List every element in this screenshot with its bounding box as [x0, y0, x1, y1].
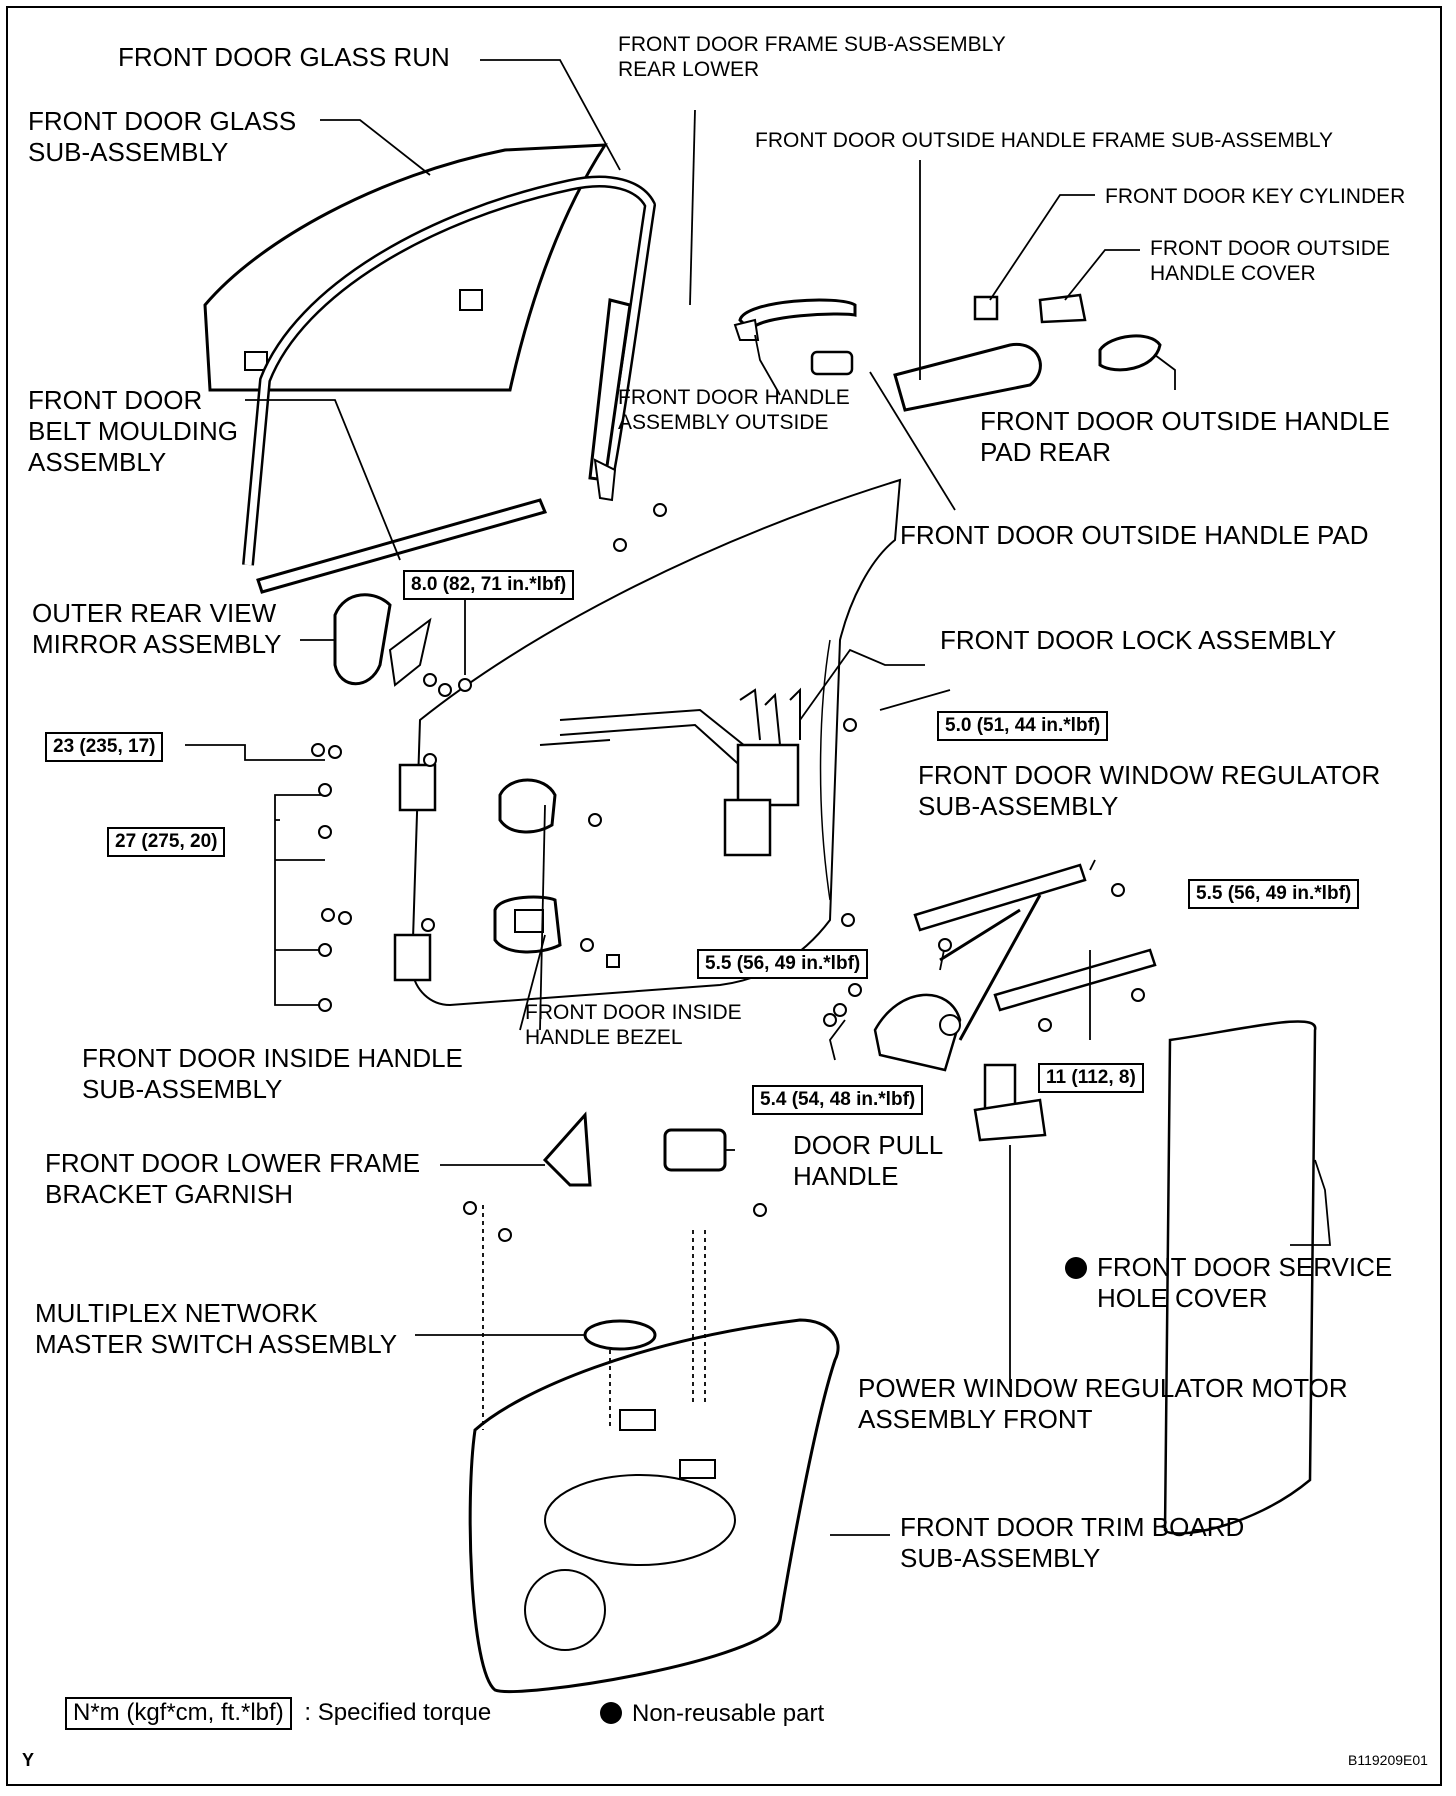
- door-glass-part: [203, 143, 608, 392]
- key-cylinder-part: [973, 295, 999, 321]
- label-belt-moulding: FRONT DOOR BELT MOULDING ASSEMBLY: [28, 385, 238, 478]
- label-outside-handle-frame: FRONT DOOR OUTSIDE HANDLE FRAME SUB-ASSE…: [755, 129, 1333, 152]
- label-inside-handle: FRONT DOOR INSIDE HANDLE SUB-ASSEMBLY: [82, 1043, 463, 1105]
- legend-non-reusable: Non-reusable part: [600, 1700, 824, 1729]
- non-reusable-legend-icon: [600, 1702, 622, 1724]
- non-reusable-marker-icon: [1065, 1257, 1087, 1279]
- label-outside-handle-pad: FRONT DOOR OUTSIDE HANDLE PAD: [900, 520, 1369, 550]
- corner-mark-left: Y: [22, 1750, 35, 1770]
- figure-code: B119209E01: [1348, 1752, 1428, 1768]
- label-outside-handle-pad-rear: FRONT DOOR OUTSIDE HANDLE PAD REAR: [980, 406, 1390, 468]
- label-outside-handle-cover: FRONT DOOR OUTSIDE HANDLE COVER: [1150, 237, 1390, 286]
- torque-box-5-0: 5.0 (51, 44 in.*lbf): [937, 711, 1109, 741]
- label-lock-assembly: FRONT DOOR LOCK ASSEMBLY: [940, 625, 1337, 655]
- window-regulator-part: [873, 863, 1157, 1072]
- outside-handle-frame-part: [893, 343, 1042, 412]
- fasteners: [311, 503, 1145, 1242]
- legend-non-reusable-text: Non-reusable part: [632, 1700, 825, 1727]
- label-inside-handle-bezel: FRONT DOOR INSIDE HANDLE BEZEL: [525, 1001, 742, 1050]
- label-key-cylinder: FRONT DOOR KEY CYLINDER: [1105, 185, 1406, 208]
- upper-hinge-part: [398, 753, 437, 812]
- mirror-part: [333, 593, 432, 687]
- door-panel-outline: [410, 478, 902, 1007]
- label-master-switch: MULTIPLEX NETWORK MASTER SWITCH ASSEMBLY: [35, 1298, 398, 1360]
- label-frame-rear-lower: FRONT DOOR FRAME SUB-ASSEMBLY REAR LOWER: [618, 33, 1006, 82]
- torque-box-5-4: 5.4 (54, 48 in.*lbf): [752, 1085, 924, 1115]
- torque-box-5-5-right: 5.5 (56, 49 in.*lbf): [1188, 879, 1360, 909]
- label-handle-assembly-outside: FRONT DOOR HANDLE ASSEMBLY OUTSIDE: [618, 386, 850, 435]
- diagram-frame: [6, 6, 1442, 1786]
- master-switch-part: [583, 1319, 657, 1351]
- torque-box-23: 23 (235, 17): [45, 732, 164, 762]
- lock-assembly-part: [539, 687, 801, 857]
- outside-handle-part: [733, 298, 857, 341]
- label-glass-sub-assembly: FRONT DOOR GLASS SUB-ASSEMBLY: [28, 106, 297, 168]
- legend-torque-unit: N*m (kgf*cm, ft.*lbf): [65, 1697, 292, 1730]
- outside-handle-pad-part: [810, 350, 854, 376]
- torque-box-8-0: 8.0 (82, 71 in.*lbf): [403, 570, 575, 600]
- inside-handle-part: [498, 778, 557, 834]
- legend-torque: N*m (kgf*cm, ft.*lbf) : Specified torque: [65, 1697, 491, 1730]
- regulator-motor-part: [973, 1063, 1047, 1142]
- label-door-pull-handle: DOOR PULL HANDLE: [793, 1130, 944, 1192]
- torque-box-5-5-center: 5.5 (56, 49 in.*lbf): [697, 949, 869, 979]
- trim-board-part: [468, 1318, 840, 1694]
- label-lower-frame-garnish: FRONT DOOR LOWER FRAME BRACKET GARNISH: [45, 1148, 421, 1210]
- label-glass-run: FRONT DOOR GLASS RUN: [118, 42, 450, 72]
- belt-moulding-part: [256, 498, 548, 594]
- torque-box-27: 27 (275, 20): [107, 827, 226, 857]
- legend-torque-text: : Specified torque: [304, 1699, 492, 1726]
- leader-lines: [185, 59, 1331, 1536]
- label-regulator-motor: POWER WINDOW REGULATOR MOTOR ASSEMBLY FR…: [858, 1373, 1348, 1435]
- frame-rear-lower-part: [588, 298, 632, 502]
- door-pull-handle-part: [663, 1128, 727, 1172]
- glass-run-part: [242, 175, 656, 566]
- handle-cover-part: [1038, 293, 1087, 324]
- label-trim-board: FRONT DOOR TRIM BOARD SUB-ASSEMBLY: [900, 1512, 1245, 1574]
- handle-pad-rear-part: [1098, 334, 1162, 372]
- label-window-regulator: FRONT DOOR WINDOW REGULATOR SUB-ASSEMBLY: [918, 760, 1381, 822]
- lower-hinge-part: [393, 918, 435, 982]
- label-service-hole-cover: FRONT DOOR SERVICE HOLE COVER: [1065, 1252, 1392, 1314]
- label-mirror: OUTER REAR VIEW MIRROR ASSEMBLY: [32, 598, 282, 660]
- torque-box-11: 11 (112, 8): [1038, 1063, 1144, 1093]
- lower-frame-garnish-part: [542, 1111, 592, 1187]
- service-hole-cover-part: [1163, 1020, 1317, 1535]
